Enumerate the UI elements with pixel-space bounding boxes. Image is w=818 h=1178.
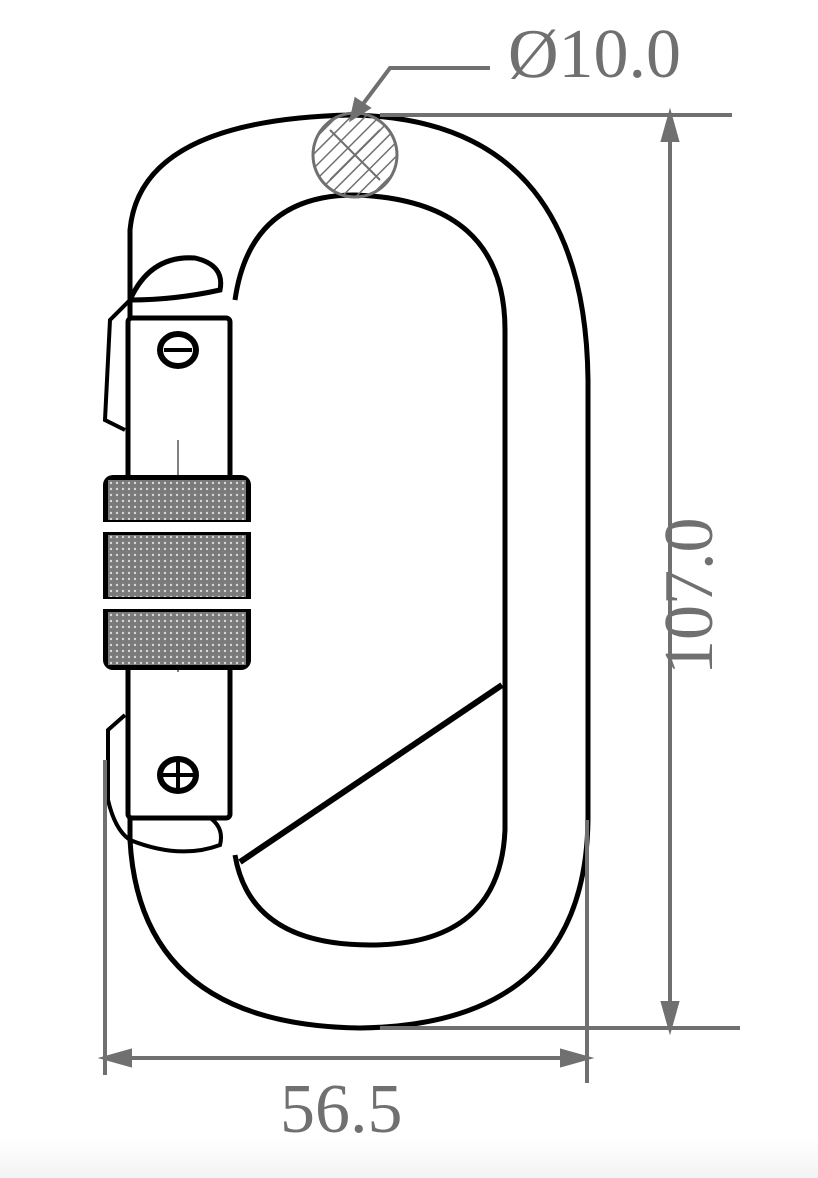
wire-diameter-label: Ø10.0 bbox=[508, 16, 682, 93]
locking-bar bbox=[238, 682, 504, 865]
carabiner-body bbox=[127, 112, 591, 1031]
gate-hinge-bottom bbox=[106, 713, 223, 854]
background-fade bbox=[0, 1138, 818, 1178]
rivet-top-icon bbox=[157, 331, 199, 369]
wire-cross-section bbox=[311, 111, 399, 199]
dimension-lines bbox=[97, 66, 740, 1083]
gate-nose-top bbox=[102, 255, 224, 432]
rivet-bottom-icon bbox=[157, 756, 199, 794]
overall-width-label: 56.5 bbox=[280, 1071, 403, 1148]
screw-lock-sleeve bbox=[103, 475, 251, 670]
overall-height-label: 107.0 bbox=[651, 517, 728, 676]
